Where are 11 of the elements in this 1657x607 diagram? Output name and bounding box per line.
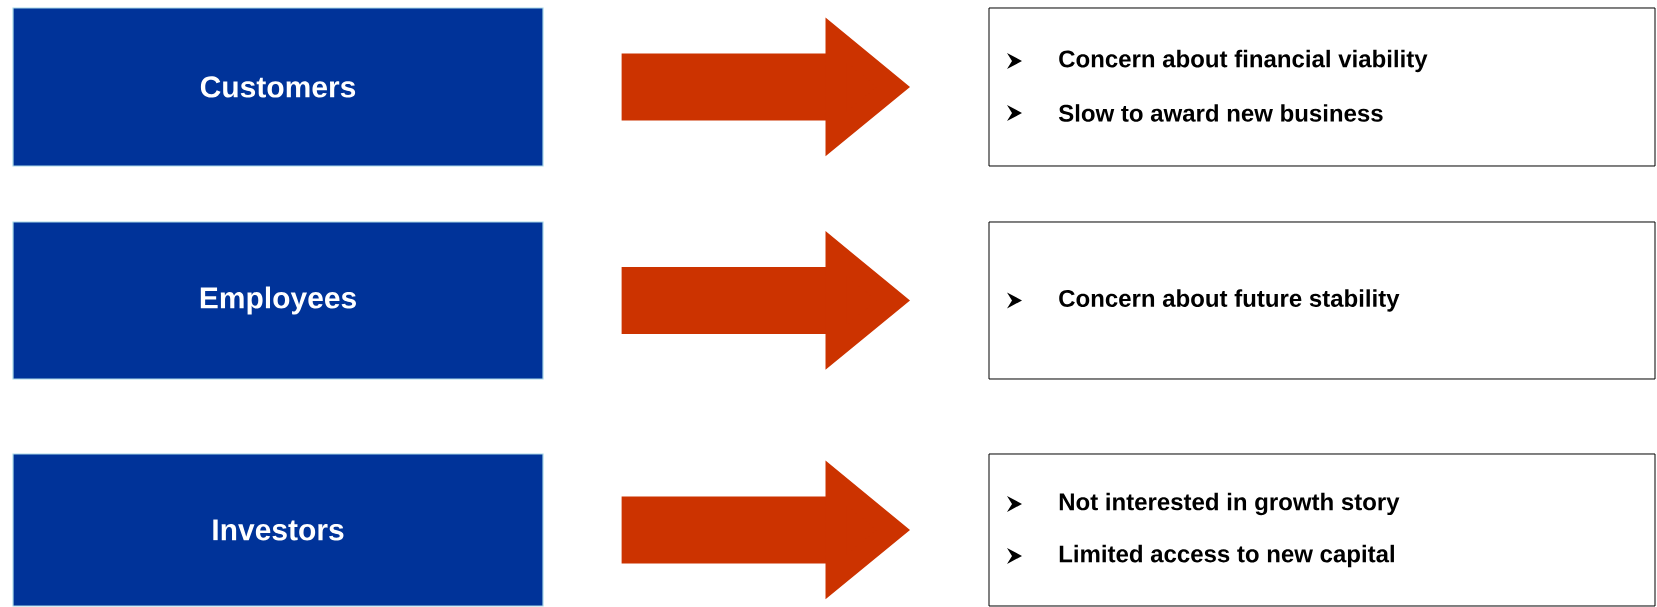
text-box — [988, 453, 1656, 607]
list-item: Concern about financial viability — [1059, 49, 1428, 73]
list-item: Not interested in growth story — [1059, 492, 1400, 516]
text-box — [988, 7, 1656, 167]
list-item: Limited access to new capital — [1059, 544, 1394, 568]
stakeholder-box: Investors — [12, 453, 544, 607]
list-item: Concern about future stability — [1059, 289, 1400, 312]
list-item: Slow to award new business — [1058, 104, 1383, 122]
stakeholder-box: Employees — [12, 221, 544, 380]
text-box — [988, 221, 1656, 380]
stakeholder-box: Customers — [12, 7, 544, 167]
